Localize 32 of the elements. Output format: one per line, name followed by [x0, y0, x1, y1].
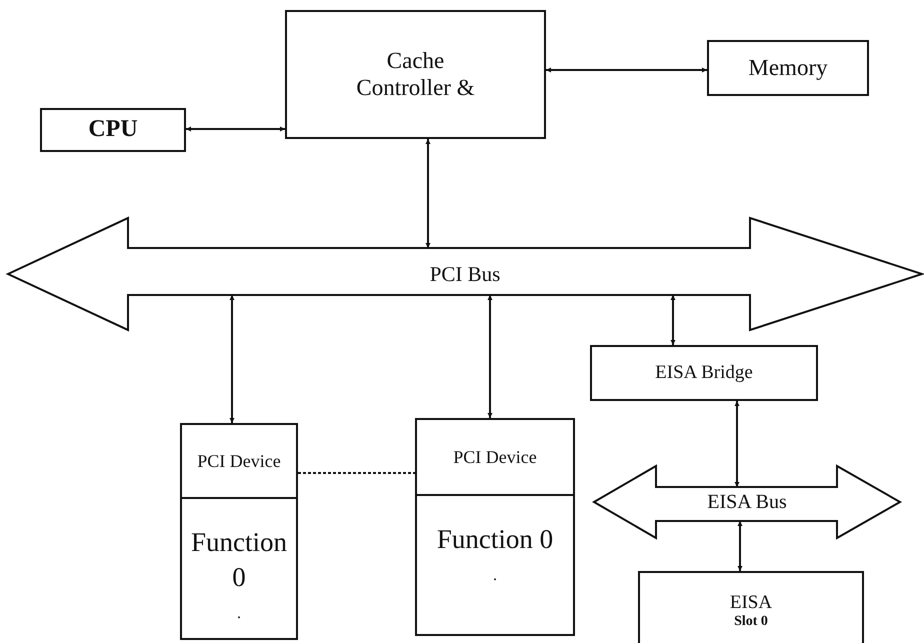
- connector-line: [298, 472, 415, 474]
- process-box: [707, 40, 869, 96]
- dot-label: .: [237, 604, 241, 624]
- box-label: Slot 0: [734, 614, 768, 630]
- box-label: CPU: [88, 116, 138, 144]
- process-box: [638, 571, 864, 643]
- process-box: [590, 345, 818, 401]
- double-arrow: [186, 126, 285, 132]
- process-box: [40, 108, 186, 152]
- device-box: [415, 418, 575, 636]
- box-label: EISA: [730, 592, 772, 614]
- bus-arrow-shape: [8, 218, 922, 330]
- double-arrow: [738, 521, 742, 571]
- double-arrow: [670, 295, 676, 345]
- double-arrow: [546, 68, 707, 72]
- process-box: [285, 10, 546, 139]
- double-arrow: [488, 295, 492, 418]
- device-title: PCI Device: [197, 450, 281, 472]
- double-arrow: [230, 295, 234, 423]
- function-label: Function 0: [190, 526, 288, 594]
- double-arrow: [734, 401, 740, 487]
- bus-arrow-shape: [594, 466, 900, 538]
- bus-label: EISA Bus: [707, 490, 787, 514]
- bus-label: PCI Bus: [430, 262, 500, 286]
- box-label: Cache Controller &: [355, 48, 476, 101]
- device-box: [180, 423, 298, 640]
- device-title: PCI Device: [453, 446, 537, 468]
- dot-label: .: [493, 566, 497, 586]
- function-label: Function 0: [436, 523, 554, 556]
- box-label: EISA Bridge: [655, 362, 753, 384]
- double-arrow: [426, 139, 430, 248]
- box-label: Memory: [748, 54, 828, 82]
